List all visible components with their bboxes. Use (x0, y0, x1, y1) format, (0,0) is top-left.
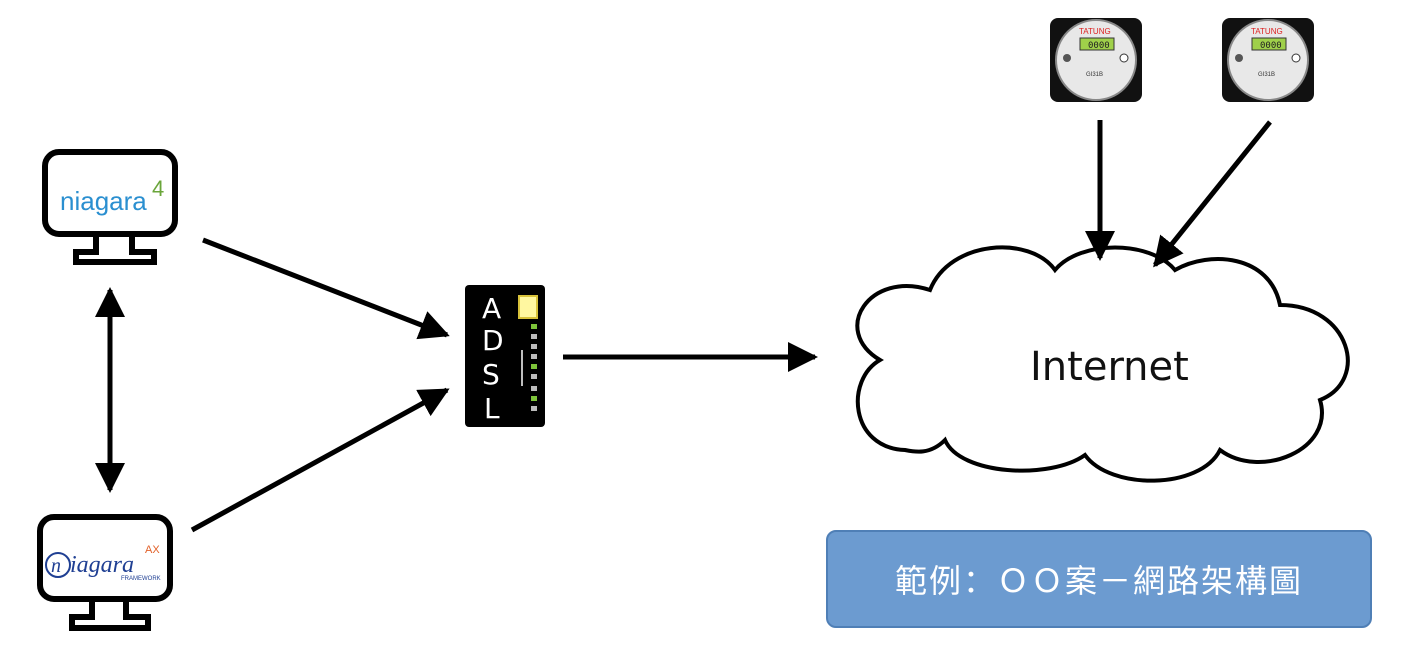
link-niagara-ax-to-adsl (190, 387, 450, 533)
adsl-status-leds (521, 324, 537, 411)
adsl-modem: A D S L (465, 285, 545, 427)
meter-lcd (1251, 37, 1287, 51)
meter-face (1055, 19, 1137, 101)
niagara-ax-logo-initial: n (51, 555, 61, 577)
meter-reading: 0000 (1088, 41, 1110, 51)
meter-button-left (1063, 54, 1071, 62)
smart-meter-2: TATUNG 0000 GI31B (1222, 18, 1314, 102)
meter-face (1227, 19, 1309, 101)
niagara4-workstation: niagara 4 (42, 149, 178, 265)
monitor-stand (73, 234, 157, 265)
meter-button-left (1235, 54, 1243, 62)
meter-model: GI31B (1086, 72, 1103, 78)
meter-button-right (1291, 53, 1301, 63)
cloud-shape (855, 245, 1350, 483)
monitor-stand (69, 599, 151, 631)
adsl-power-led (518, 295, 538, 319)
link-meter2-to-internet (1153, 120, 1272, 268)
meter-brand: TATUNG (1079, 27, 1111, 36)
adsl-letter-l: L (484, 392, 500, 425)
niagara-ax-logo-ring (45, 552, 71, 578)
niagara4-logo: niagara (60, 186, 147, 216)
internet-label: Internet (1030, 344, 1189, 390)
smart-meter-1: TATUNG 0000 GI31B (1050, 18, 1142, 102)
adsl-letter-d: D (482, 324, 504, 357)
caption-box: 範例：ＯＯ案－網路架構圖 (826, 530, 1372, 628)
caption-text: 範例：ＯＯ案－網路架構圖 (894, 562, 1303, 600)
niagara4-logo-version: 4 (152, 176, 164, 201)
niagara-ax-logo-sub: FRAMEWORK (121, 576, 161, 582)
adsl-letter-a: A (482, 292, 501, 325)
meter-brand: TATUNG (1251, 27, 1283, 36)
niagara-ax-logo-version: AX (145, 544, 160, 556)
adsl-body (465, 285, 545, 427)
meter-lcd (1079, 37, 1115, 51)
meter-reading: 0000 (1260, 41, 1282, 51)
link-niagara4-to-adsl (202, 237, 450, 340)
niagara-ax-logo: iagara (70, 552, 134, 578)
niagara-ax-workstation: n iagara AX FRAMEWORK (37, 514, 173, 631)
meter-model: GI31B (1258, 72, 1275, 78)
internet-cloud: Internet (855, 245, 1350, 483)
meter-button-right (1119, 53, 1129, 63)
monitor-screen (42, 149, 178, 237)
monitor-screen (37, 514, 173, 602)
adsl-letter-s: S (482, 358, 500, 391)
